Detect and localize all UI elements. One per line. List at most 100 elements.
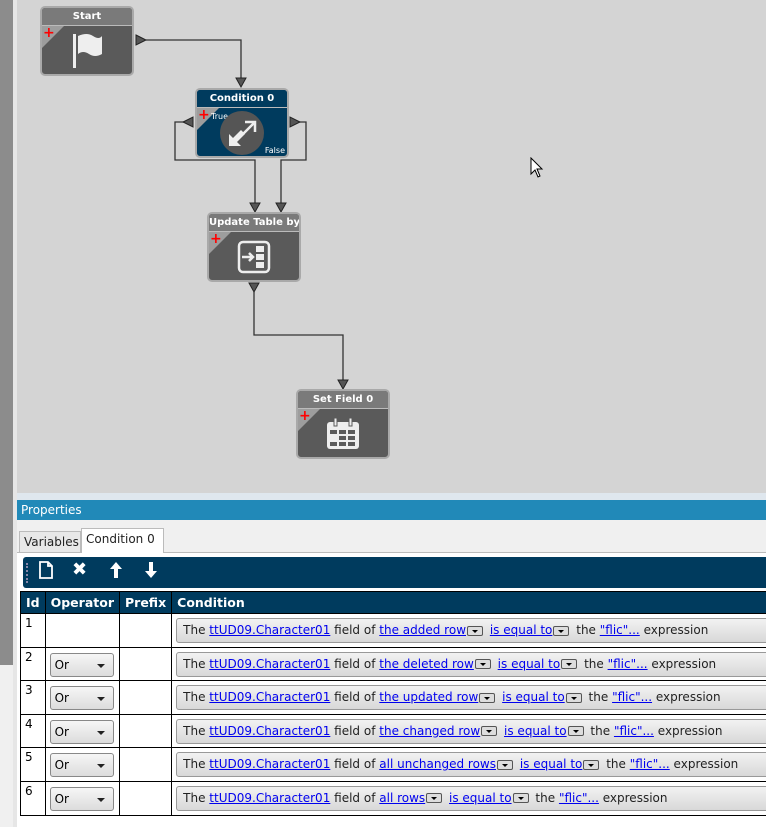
operator-dropdown-icon[interactable] [565,692,582,703]
text-field-of: field of [334,790,376,805]
calendar-icon [298,417,388,455]
add-icon[interactable]: + [210,231,222,247]
operator-link[interactable]: is equal to [449,790,512,805]
field-link[interactable]: ttUD09.Character01 [209,656,331,671]
row-dropdown-icon[interactable] [467,625,484,636]
operator-select[interactable]: Or [49,686,114,711]
workflow-canvas[interactable] [17,0,766,493]
row-link[interactable]: all unchanged rows [379,757,496,772]
condition-expression[interactable]: The ttUD09.Character01 field of all rows… [176,785,766,811]
text-expression: expression [643,623,709,637]
row-link[interactable]: the added row [379,623,467,637]
value-link[interactable]: "flic"... [599,623,640,637]
field-link[interactable]: ttUD09.Character01 [209,790,331,805]
text-the: The [183,623,206,637]
operator-select[interactable]: Or [49,652,114,677]
wire-true-update [174,121,256,205]
row-dropdown-icon[interactable] [481,726,498,737]
operator-dropdown-icon[interactable] [553,625,570,636]
move-down-icon[interactable] [144,561,158,584]
column-prefix[interactable]: Prefix [118,591,173,614]
prefix-cell[interactable] [118,780,173,816]
operator-link[interactable]: is equal to [489,623,553,637]
prefix-cell[interactable] [118,646,173,682]
operator-select[interactable]: Or [49,719,114,744]
value-link[interactable]: "flic"... [629,757,670,772]
row-link[interactable]: all rows [379,790,426,805]
operator-select[interactable]: Or [49,786,114,811]
row-dropdown-icon[interactable] [496,759,513,770]
value-link[interactable]: "flic"... [558,790,599,805]
column-operator[interactable]: Operator [44,591,121,614]
left-panel-splitter[interactable] [0,0,13,665]
row-id: 5 [20,747,46,782]
field-link[interactable]: ttUD09.Character01 [209,723,331,738]
condition-false-port [289,116,302,128]
operator-select[interactable]: Or [49,753,114,778]
row-dropdown-icon[interactable] [426,793,443,804]
node-title: Start [42,8,132,26]
row-link[interactable]: the updated row [379,690,479,705]
condition-input-port [235,77,247,89]
operator-dropdown-icon[interactable] [567,726,584,737]
operator-dropdown-icon[interactable] [561,659,578,670]
column-condition[interactable]: Condition [171,591,766,614]
node-set-field[interactable]: Set Field 0 + [296,389,390,459]
toolbar-grip[interactable] [26,563,28,583]
operator-dropdown-icon[interactable] [583,759,600,770]
update-table-icon [209,240,299,278]
condition-expression[interactable]: The ttUD09.Character01 field of the dele… [176,651,766,677]
condition-expression[interactable]: The ttUD09.Character01 field of the upda… [176,685,766,711]
prefix-cell[interactable] [118,713,173,749]
text-the: the [584,656,604,671]
panel-splitter[interactable] [17,493,766,500]
field-link[interactable]: ttUD09.Character01 [209,690,331,705]
move-up-icon[interactable] [109,561,123,584]
column-id[interactable]: Id [20,591,46,614]
new-document-icon[interactable] [39,561,53,584]
update-input-port-1 [249,202,261,214]
operator-link[interactable]: is equal to [519,757,583,772]
prefix-cell[interactable] [118,613,173,648]
node-update-table[interactable]: Update Table by Q + [207,212,301,282]
condition-toolbar: ✖ [23,557,766,588]
tab-variables[interactable]: Variables [19,531,81,553]
prefix-cell[interactable] [118,747,173,782]
node-condition[interactable]: Condition 0 + True False [195,88,289,158]
flag-icon [42,30,132,74]
condition-expression[interactable]: The ttUD09.Character01 field of the chan… [176,718,766,744]
prefix-cell[interactable] [118,680,173,715]
operator-link[interactable]: is equal to [504,723,567,738]
tab-condition-0[interactable]: Condition 0 [81,528,164,553]
condition-expression[interactable]: The ttUD09.Character01 field of all unch… [176,752,766,778]
add-icon[interactable]: + [43,25,55,41]
node-start[interactable]: Start + [40,6,134,76]
row-dropdown-icon[interactable] [479,692,496,703]
start-output-port [135,34,148,46]
value-link[interactable]: "flic"... [613,723,654,738]
wire-start-condition [146,39,242,80]
value-link[interactable]: "flic"... [607,656,648,671]
row-link[interactable]: the deleted row [379,656,474,671]
add-icon[interactable]: + [299,408,311,424]
row-link[interactable]: the changed row [379,723,481,738]
setfield-input-port [337,379,349,391]
delete-icon[interactable]: ✖ [72,559,88,580]
splitter-edge [13,0,17,827]
field-link[interactable]: ttUD09.Character01 [209,623,331,637]
add-icon[interactable]: + [198,107,210,123]
field-link[interactable]: ttUD09.Character01 [209,757,331,772]
value-link[interactable]: "flic"... [612,690,653,705]
update-output-port [248,282,260,294]
condition-expression[interactable]: The ttUD09.Character01 field of the adde… [176,618,766,643]
row-dropdown-icon[interactable] [474,659,491,670]
operator-dropdown-icon[interactable] [512,793,529,804]
operator-link[interactable]: is equal to [502,690,565,705]
operator-link[interactable]: is equal to [497,656,561,671]
